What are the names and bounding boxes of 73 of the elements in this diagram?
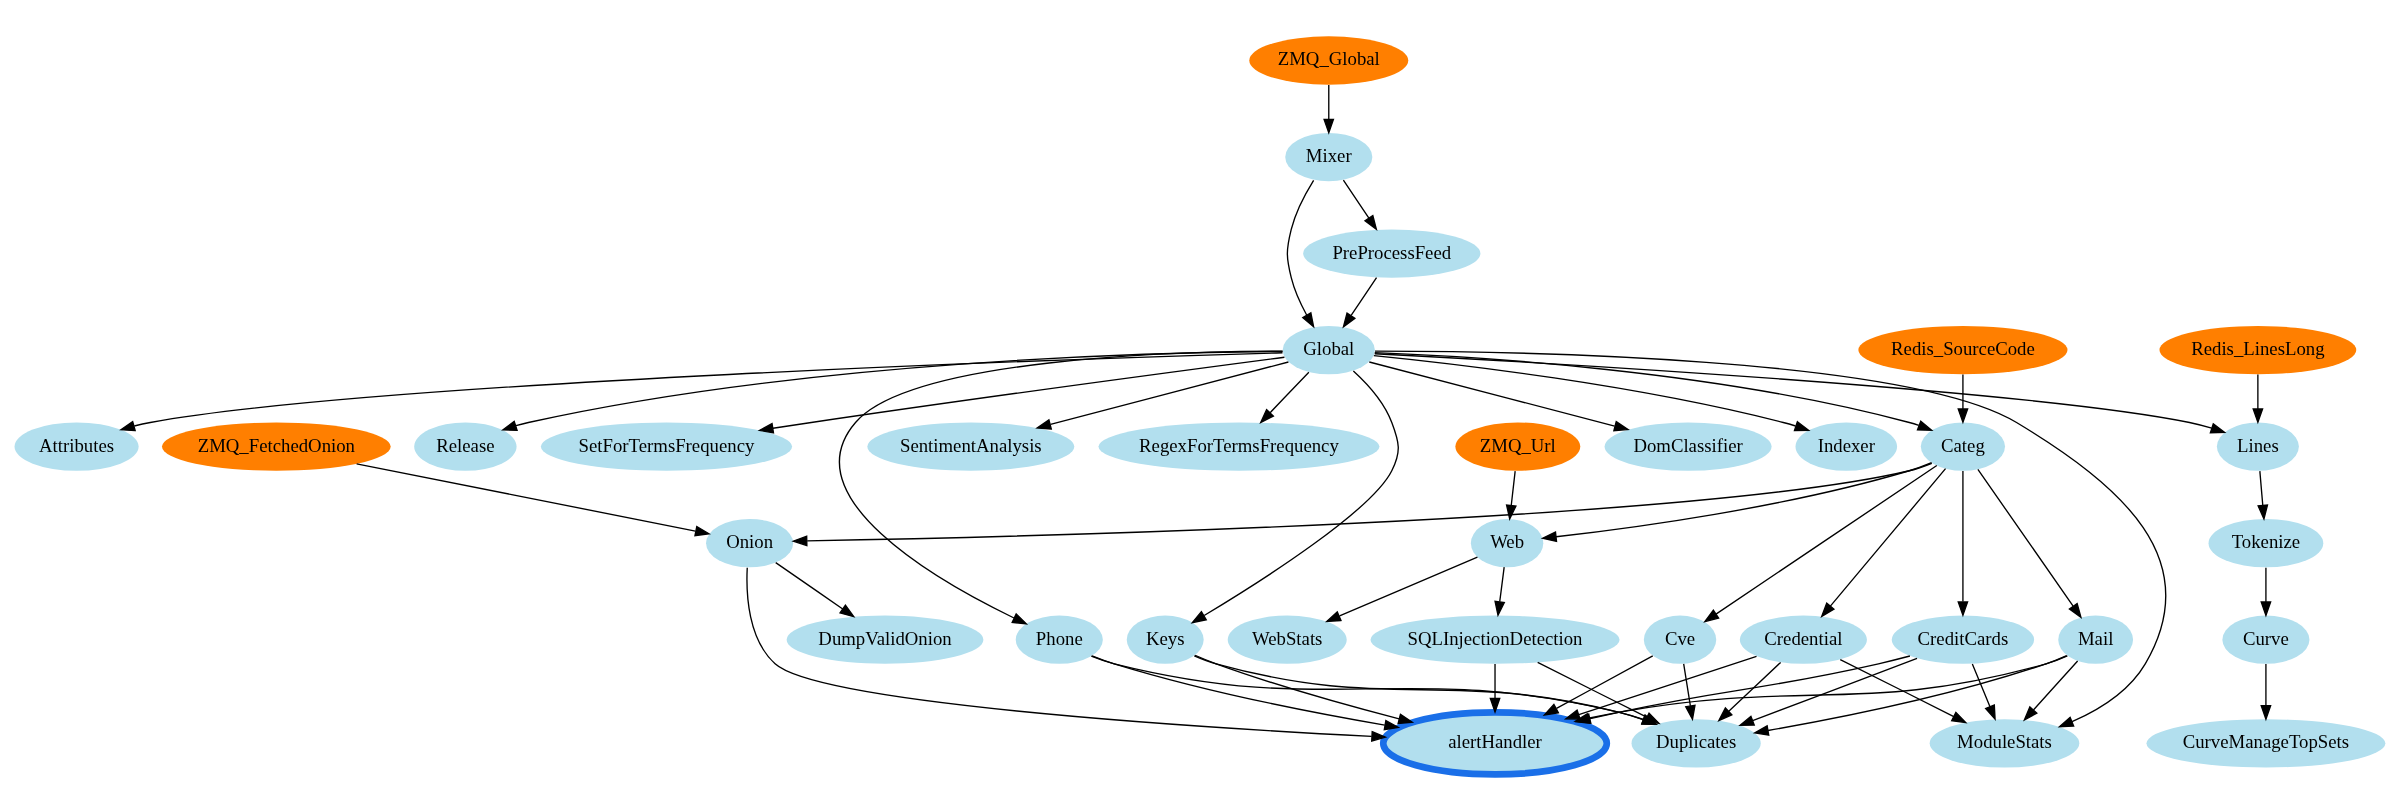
arrow [757,356,1286,434]
arrow [791,462,1933,546]
arrow [1820,467,1947,618]
arrow [1494,566,1506,617]
arrow [1752,654,2068,736]
arrow [2260,662,2272,721]
arrow [1540,461,1933,542]
node-ellipse: Web [1470,518,1544,567]
node-ellipse: ZMQ_Global [1249,35,1409,85]
arrow [1505,469,1517,521]
arrow [1542,654,1654,716]
node-ellipse: Cve [1643,615,1717,664]
arrow [1259,371,1310,424]
arrow [1194,654,1415,724]
arrow [2252,373,2264,424]
arrow [838,349,1284,625]
node-ellipse: Keys [1126,615,1204,664]
arrow [1703,464,1938,623]
arrow [1342,178,1378,231]
arrow [1342,276,1378,329]
node-ellipse: Release [414,422,517,471]
arrow [1957,469,1969,617]
node-ellipse: SentimentAnalysis [867,422,1075,471]
node-ellipse: ModuleStats [1929,718,2080,767]
arrow [1286,179,1315,329]
node-ellipse: Global [1282,325,1375,374]
node-ellipse: Duplicates [1631,718,1761,767]
arrow [1374,352,2227,433]
arrow [1373,354,1811,431]
node-ellipse: Redis_LinesLong [2159,325,2357,374]
node-ellipse: Credential [1739,615,1867,664]
node-ellipse: Mixer [1285,132,1373,181]
node-ellipse: CreditCards [1891,615,2035,664]
node-ellipse: RegexForTermsFrequency [1098,422,1380,471]
arrow [1839,658,1968,723]
arrow [2257,469,2269,521]
node-ellipse: Redis_SourceCode [1858,325,2068,374]
arrow [775,561,856,618]
arrow [1035,360,1290,430]
arrow [1324,555,1479,622]
node-ellipse: WebStats [1227,615,1347,664]
arrow [2023,659,2079,721]
arrow [1323,83,1335,135]
node-ellipse: SQLInjectionDetection [1370,615,1620,664]
node-ellipse: ZMQ_Url [1455,422,1581,471]
arrow [1683,662,1696,721]
arrow [1738,657,1918,726]
arrow [1977,468,2083,619]
arrow [1717,661,1782,722]
arrow [500,350,1284,431]
arrow [2260,566,2272,617]
arrow [1368,360,1630,431]
arrow [1563,655,1758,720]
arrow [1971,662,1996,721]
node-ellipse: DumpValidOnion [786,615,984,664]
node-ellipse: Tokenize [2208,518,2324,567]
arrow [1190,369,1399,624]
arrow [746,566,1388,742]
arrow [1091,654,1401,731]
node-ellipse: ZMQ_FetchedOnion [162,422,391,471]
arrow [355,462,711,537]
node-ellipse: Mail [2058,615,2134,664]
node-ellipse: CurveManageTopSets [2146,718,2386,767]
arrow [1489,662,1501,714]
node-ellipse: Onion [706,518,794,567]
arrow [1374,351,1934,431]
arrow [1957,373,1969,424]
node-ellipse: Phone [1015,615,1103,664]
node-ellipse: Categ [1920,422,2005,471]
node-ellipse: Curve [2222,615,2310,664]
node-ellipse: PreProcessFeed [1303,228,1481,278]
node-ellipse: Lines [2216,422,2299,471]
arrow [119,351,1284,431]
